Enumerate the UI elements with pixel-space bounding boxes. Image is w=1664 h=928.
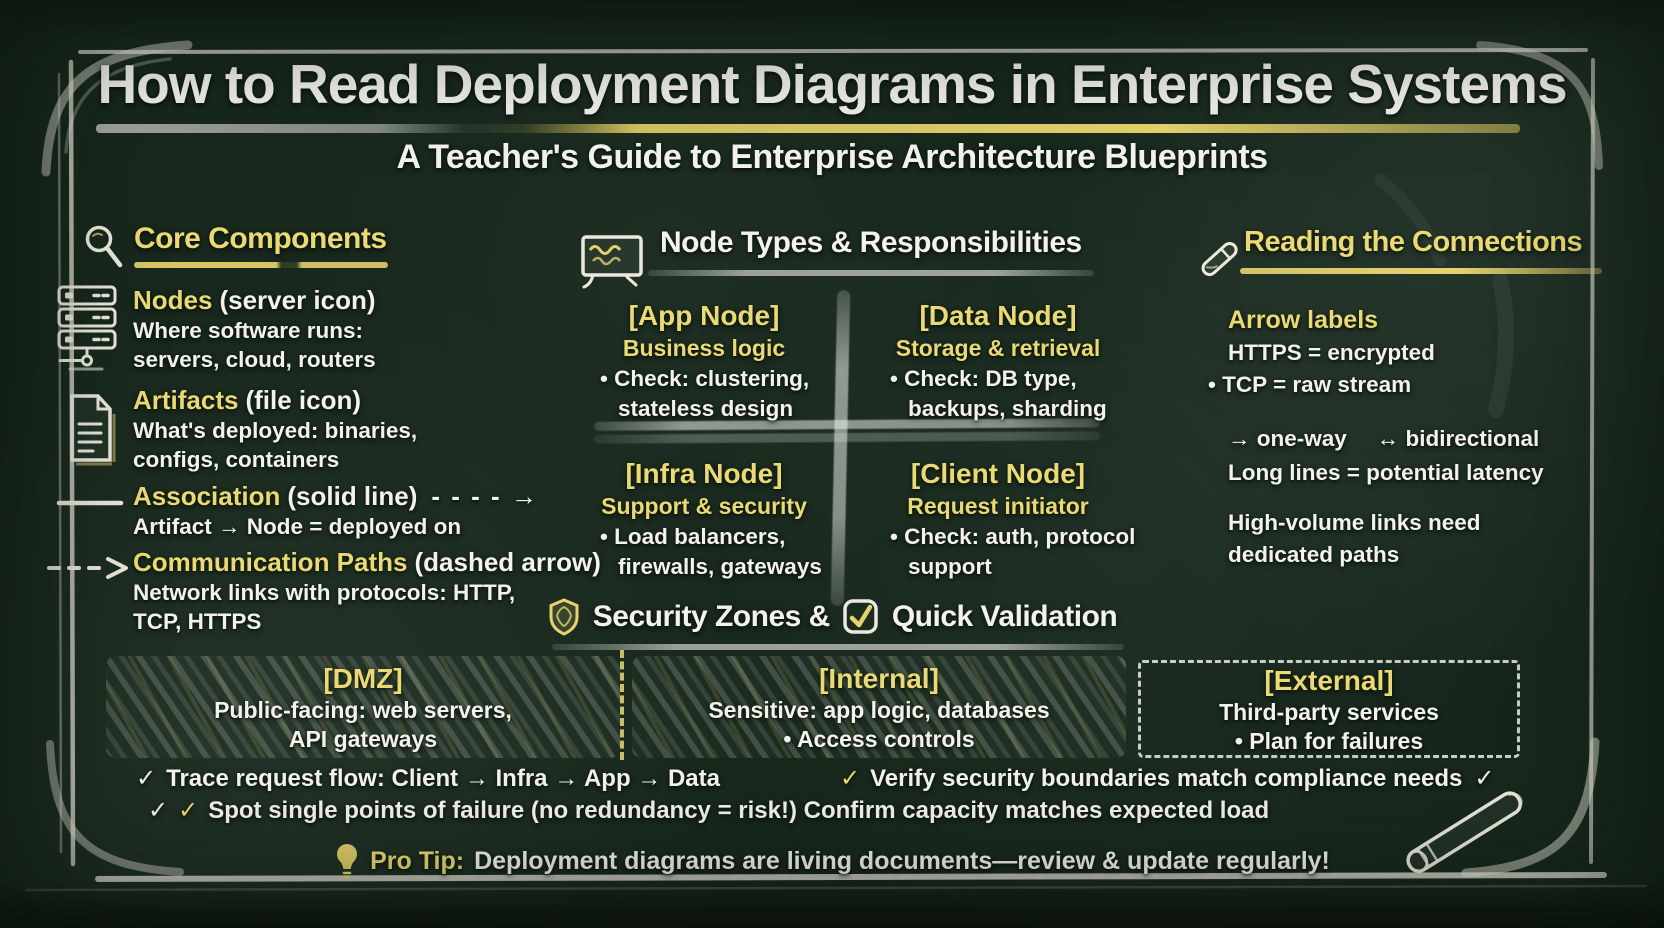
core-components-underline [134, 262, 388, 268]
node-types-underline [648, 270, 1094, 276]
arrow-label-tcp: • TCP = raw stream [1208, 372, 1412, 397]
zone-dmz: [DMZ] Public-facing: web servers, API ga… [106, 656, 620, 758]
arrow-label-https: HTTPS = encrypted [1228, 340, 1435, 365]
title-underline [96, 124, 1520, 133]
lightbulb-icon [334, 842, 360, 880]
chalk-stick-drawing [1382, 788, 1552, 874]
quadrant-divider-horizontal-2 [593, 431, 1101, 444]
checkbox-icon [842, 598, 880, 636]
server-icon [56, 284, 120, 372]
quadrant-client-node: [Client Node] Request initiator • Check:… [890, 458, 1136, 579]
zone-separator-dashed [620, 650, 624, 760]
page-subtitle: A Teacher's Guide to Enterprise Architec… [396, 138, 1268, 176]
check-trace-flow: ✓Trace request flow: Client → Infra → Ap… [136, 765, 720, 792]
solid-line-icon [56, 498, 124, 508]
core-components-heading: Core Components [134, 222, 387, 255]
check-icon: ✓ [148, 797, 169, 824]
high-volume-note-1: High-volume links need [1228, 510, 1481, 535]
quadrant-app-node: [App Node] Business logic • Check: clust… [600, 300, 810, 421]
shield-icon [547, 598, 581, 636]
check-icon: ✓ [136, 765, 157, 792]
artifacts-item: Artifacts(file icon) What's deployed: bi… [133, 385, 418, 472]
check-icon: ✓ [1474, 765, 1495, 792]
security-zones-underline [552, 644, 1124, 650]
quadrant-data-node: [Data Node] Storage & retrieval • Check:… [890, 300, 1107, 421]
node-types-heading: Node Types & Responsibilities [660, 226, 1082, 259]
association-item-title: Association(solid line)- - - - → [133, 481, 539, 511]
arrow-labels-title: Arrow labels [1228, 306, 1379, 334]
communication-paths-title: Communication Paths(dashed arrow) [133, 547, 601, 577]
nodes-item-title: Nodes(server icon) [133, 285, 376, 315]
pro-tip: Pro Tip: Deployment diagrams are living … [0, 842, 1664, 880]
connections-underline [1240, 268, 1602, 274]
dashed-arrow-text: - - - - → [431, 481, 539, 511]
arrow-direction-legend: → one-way↔ bidirectional [1228, 426, 1540, 451]
high-volume-note-2: dedicated paths [1228, 542, 1400, 567]
magnifier-icon [82, 224, 126, 272]
check-icon: ✓ [840, 765, 861, 792]
artifacts-item-title: Artifacts(file icon) [133, 385, 362, 415]
page-title: How to Read Deployment Diagrams in Enter… [97, 53, 1567, 115]
pro-tip-label: Pro Tip: [370, 846, 465, 875]
check-verify-boundaries: ✓Verify security boundaries match compli… [840, 765, 1495, 792]
check-spot-failures: ✓✓Spot single points of failure (no redu… [148, 797, 1270, 824]
latency-note: Long lines = potential latency [1228, 460, 1544, 485]
zone-external: [External] Third-party services • Plan f… [1138, 660, 1520, 758]
chalk-piece-icon [1196, 232, 1244, 282]
check-icon: ✓ [178, 797, 199, 824]
communication-paths-item: Communication Paths(dashed arrow) Networ… [133, 547, 601, 634]
zone-internal: [Internal] Sensitive: app logic, databas… [632, 656, 1126, 758]
security-zones-heading: Security Zones & Quick Validation [0, 598, 1664, 636]
association-item: Association(solid line)- - - - → Artifac… [133, 481, 539, 540]
whiteboard-icon [580, 234, 646, 292]
nodes-item: Nodes(server icon) Where software runs: … [133, 285, 376, 372]
dashed-arrow-icon [46, 556, 132, 580]
quadrant-infra-node: [Infra Node] Support & security • Load b… [600, 458, 822, 579]
pro-tip-text: Deployment diagrams are living documents… [474, 846, 1330, 875]
connections-heading: Reading the Connections [1244, 226, 1583, 258]
file-icon [64, 390, 118, 468]
